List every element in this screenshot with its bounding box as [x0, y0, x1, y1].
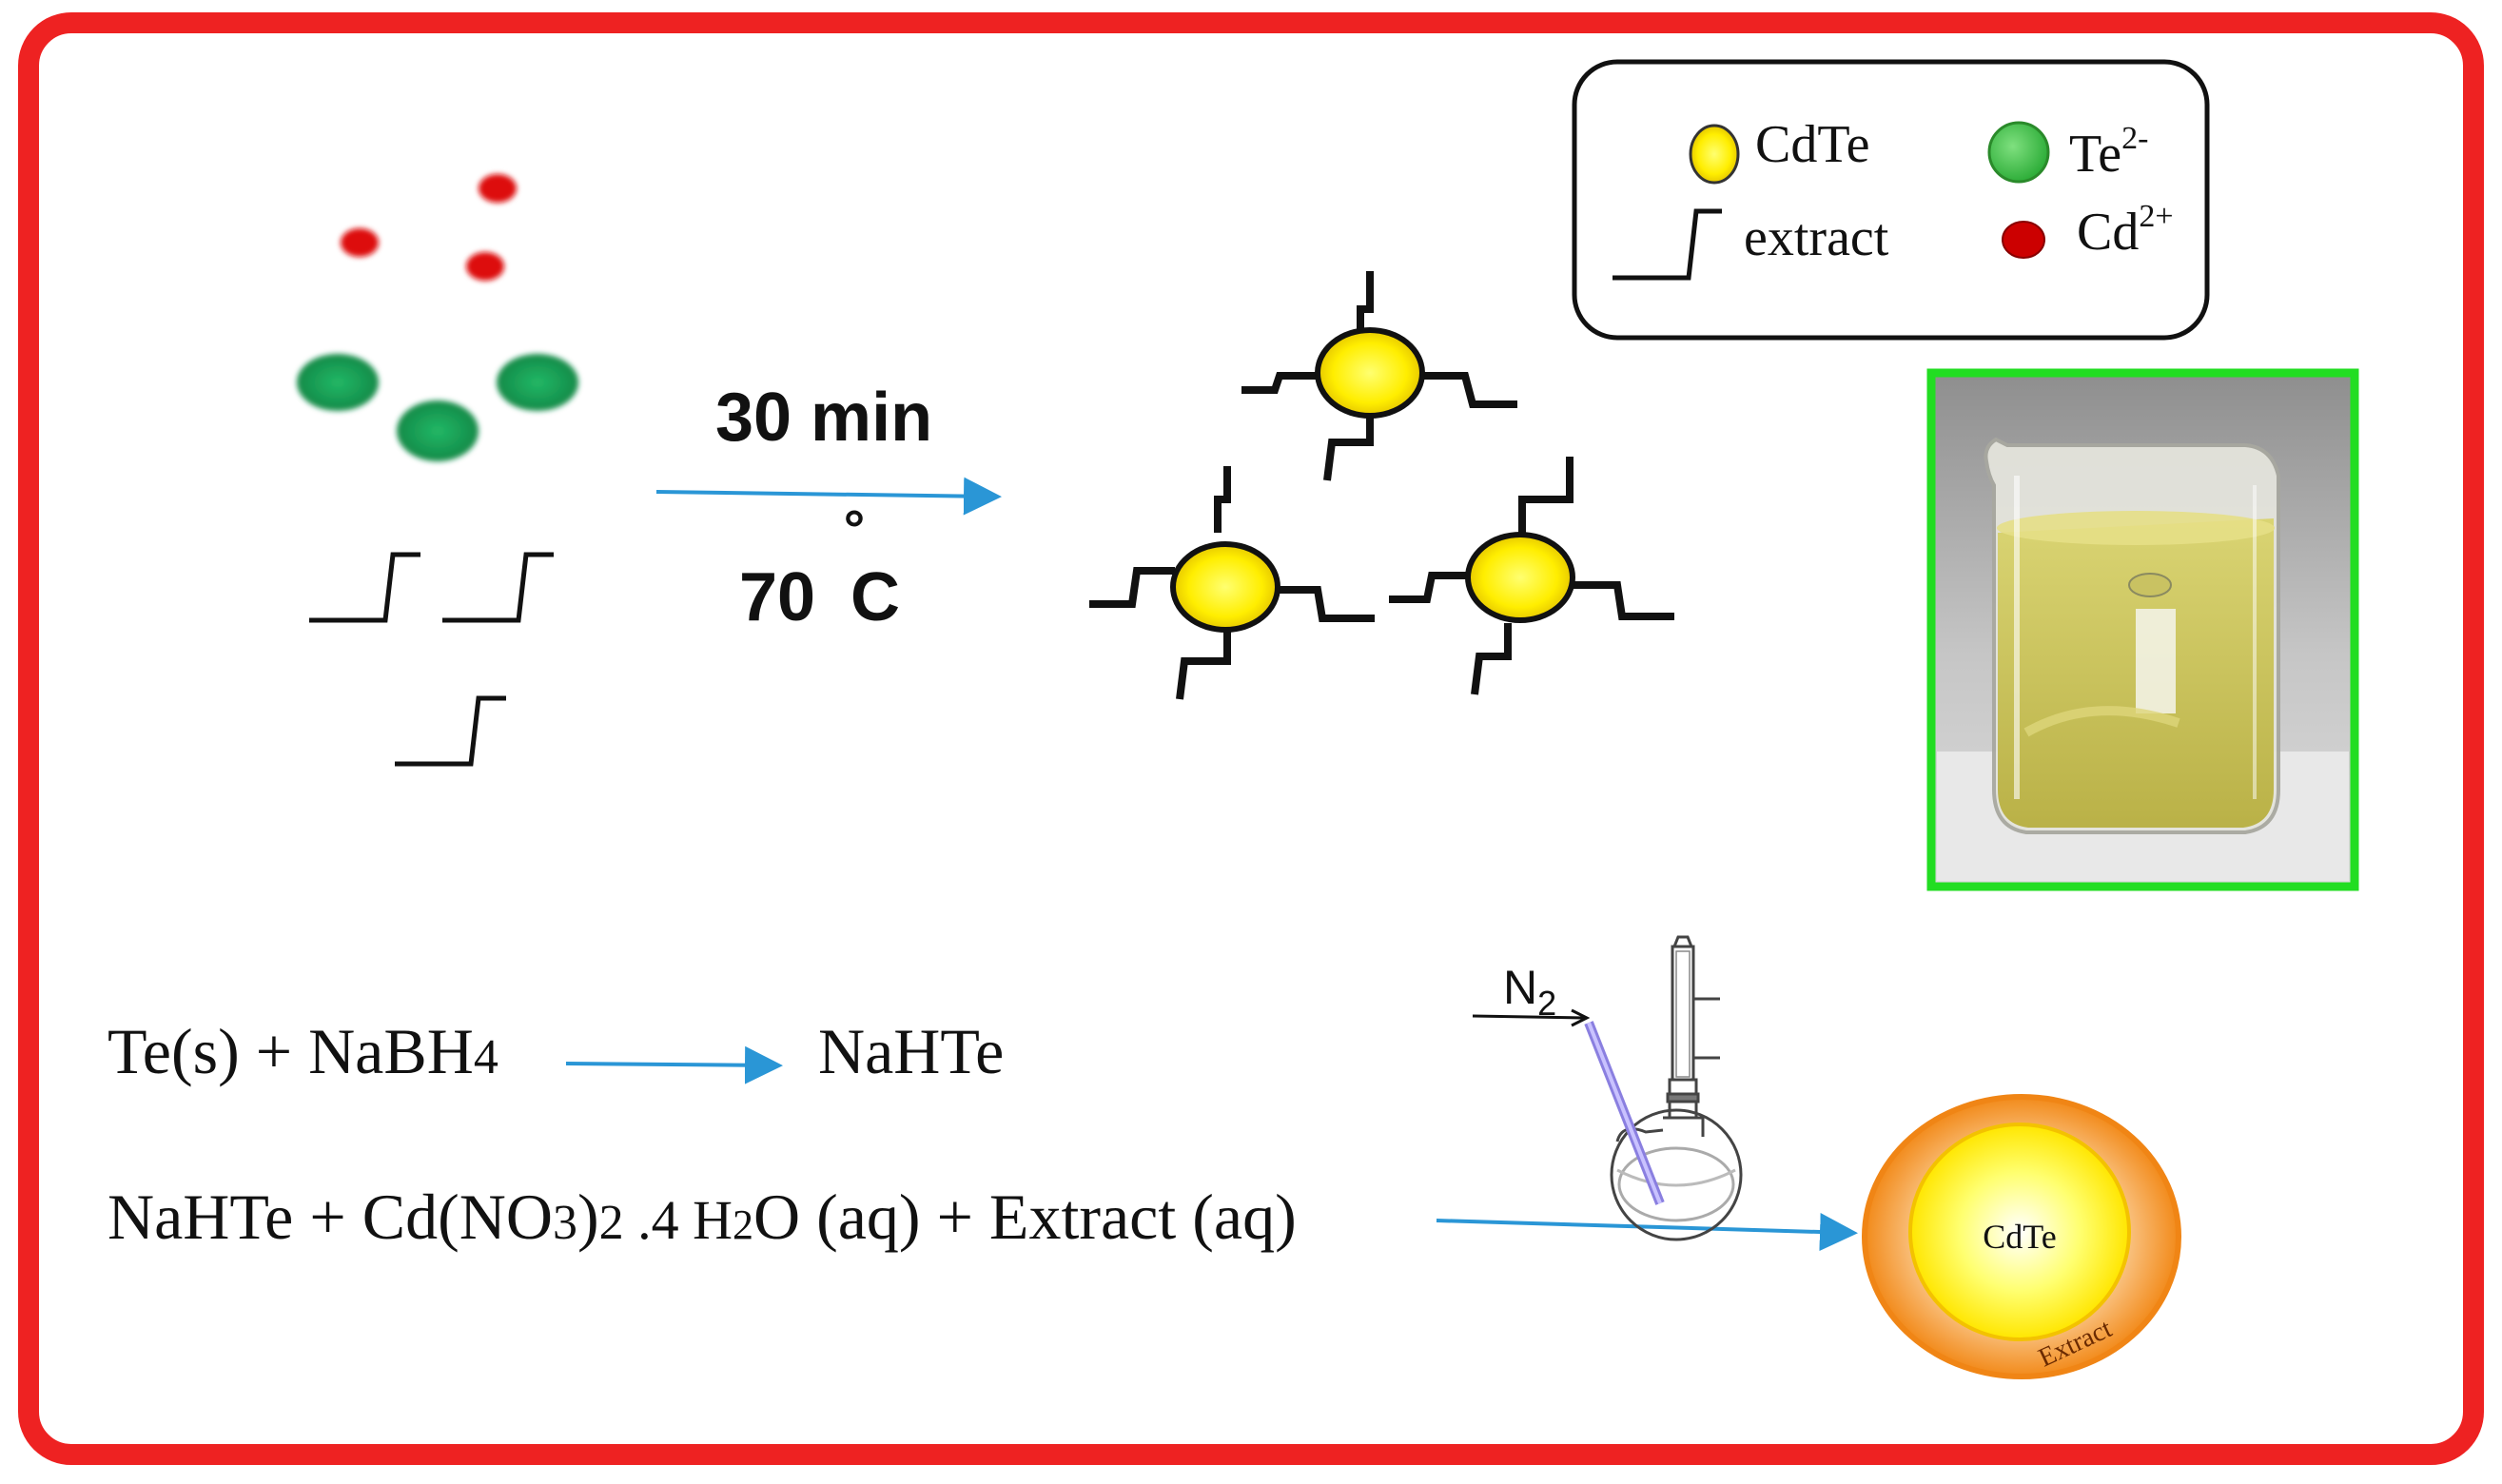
- core-label: CdTe: [1983, 1218, 2056, 1256]
- cd-ion: [341, 228, 379, 257]
- reaction-temperature-unit: C: [850, 559, 900, 635]
- extract-step-symbol: [442, 552, 554, 623]
- capped-nanoparticle-top: [1241, 271, 1517, 481]
- cdte-core: [1465, 532, 1575, 623]
- legend: CdTe Te2- extract Cd2+: [1572, 59, 2210, 341]
- cd-ion: [479, 174, 517, 203]
- legend-extract-label: extract: [1744, 208, 1889, 267]
- equation-2-reactants: NaHTe + Cd(NO3)2 .4 H2O (aq) + Extract (…: [108, 1181, 1297, 1253]
- equation-2: NaHTe + Cd(NO3)2 .4 H2O (aq) + Extract (…: [108, 1181, 1858, 1253]
- legend-box: [1572, 59, 2210, 341]
- reaction-temperature-value: 70: [739, 559, 815, 635]
- extract-step-symbol: [309, 552, 420, 623]
- equation-1-arrow: [565, 1045, 783, 1084]
- te-ion: [397, 400, 479, 461]
- reaction-conditions: 30 min 70 ° C: [655, 380, 1002, 635]
- legend-te-label: Te2-: [2069, 121, 2148, 184]
- legend-cd-icon: [2002, 221, 2045, 259]
- reflux-apparatus: N2: [1472, 935, 1743, 1241]
- reaction-time: 30 min: [715, 380, 932, 456]
- legend-cd-label: Cd2+: [2077, 199, 2174, 262]
- reaction-arrow: [655, 477, 1002, 516]
- legend-cdte-label: CdTe: [1755, 115, 1870, 174]
- te-ion: [497, 354, 578, 411]
- nitrogen-label: N2: [1503, 961, 1556, 1023]
- beaker-photo: [1926, 368, 2359, 891]
- cd-ion: [466, 252, 504, 281]
- equation-2-arrow: [1436, 1213, 1858, 1252]
- equation-1-product: NaHTe: [818, 1015, 1004, 1087]
- te-ion: [297, 354, 379, 411]
- nitrogen-inlet-arrow: [1472, 1014, 1585, 1020]
- capped-nanoparticle-left: [1089, 466, 1375, 700]
- extract-molecules: [309, 552, 554, 767]
- outer-frame: [18, 12, 2484, 1465]
- legend-extract-icon: [1613, 208, 1722, 281]
- equation-1-reactants: Te(s) + NaBH4: [108, 1015, 498, 1087]
- capped-nanoparticle-right: [1389, 457, 1674, 695]
- equation-1: Te(s) + NaBH4 NaHTe: [108, 1015, 1004, 1087]
- cdte-core: [1170, 541, 1280, 633]
- cdte-core: [1315, 327, 1425, 419]
- reaction-temperature-degree: °: [844, 498, 865, 558]
- legend-te-icon: [1987, 121, 2050, 184]
- extract-step-symbol: [395, 695, 506, 767]
- core-shell-particle: CdTe Extract: [1862, 1094, 2181, 1379]
- precursor-ions: [297, 174, 578, 461]
- legend-cdte-icon: [1689, 124, 1740, 185]
- cdte-core: [1908, 1123, 2131, 1341]
